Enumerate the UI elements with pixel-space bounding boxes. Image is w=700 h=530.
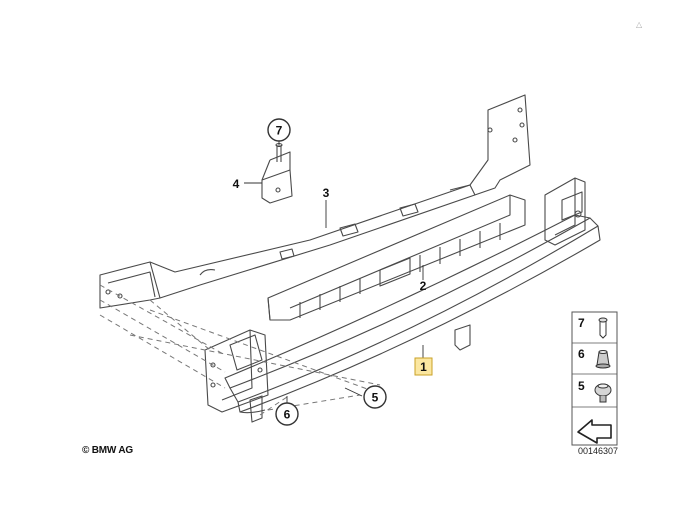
callout-5-label: 5: [372, 391, 379, 405]
bracket-part-4: [261, 151, 293, 204]
callout-2: 2: [420, 279, 427, 293]
callout-1-label: 1: [420, 360, 427, 374]
assembly-guide-lines: [99, 284, 381, 416]
callout-3-label: 3: [323, 186, 330, 200]
rivet-icon: [598, 317, 608, 339]
absorber-part-2: [267, 194, 526, 321]
corner-mark: △: [636, 20, 643, 29]
bushing-icon: [595, 350, 611, 369]
copyright-text: © BMW AG: [82, 445, 133, 456]
parts-legend: 7 6 5: [571, 311, 618, 446]
direction-arrow-icon: [577, 419, 612, 444]
bracket-part-3: [99, 94, 531, 309]
callout-2-label: 2: [420, 279, 427, 293]
legend-row-5: 5: [578, 379, 612, 403]
legend-row-7: 7: [578, 316, 608, 339]
callout-7: 7: [267, 118, 291, 142]
clip-nut-icon: [594, 383, 612, 403]
callout-1: 1: [414, 357, 433, 376]
callout-6: 6: [275, 402, 299, 426]
leader-lines: [244, 141, 424, 404]
legend-5-label: 5: [578, 379, 585, 393]
drawing-number: 00146307: [578, 446, 619, 456]
legend-7-label: 7: [578, 316, 585, 330]
callout-5: 5: [363, 385, 387, 409]
callout-4-label: 4: [233, 177, 240, 191]
callout-4: 4: [233, 177, 240, 191]
beam-part-1: [204, 177, 601, 423]
callout-3: 3: [323, 186, 330, 200]
legend-row-6: 6: [578, 347, 611, 369]
callout-6-label: 6: [284, 408, 291, 422]
legend-6-label: 6: [578, 347, 585, 361]
callout-7-label: 7: [276, 124, 283, 138]
